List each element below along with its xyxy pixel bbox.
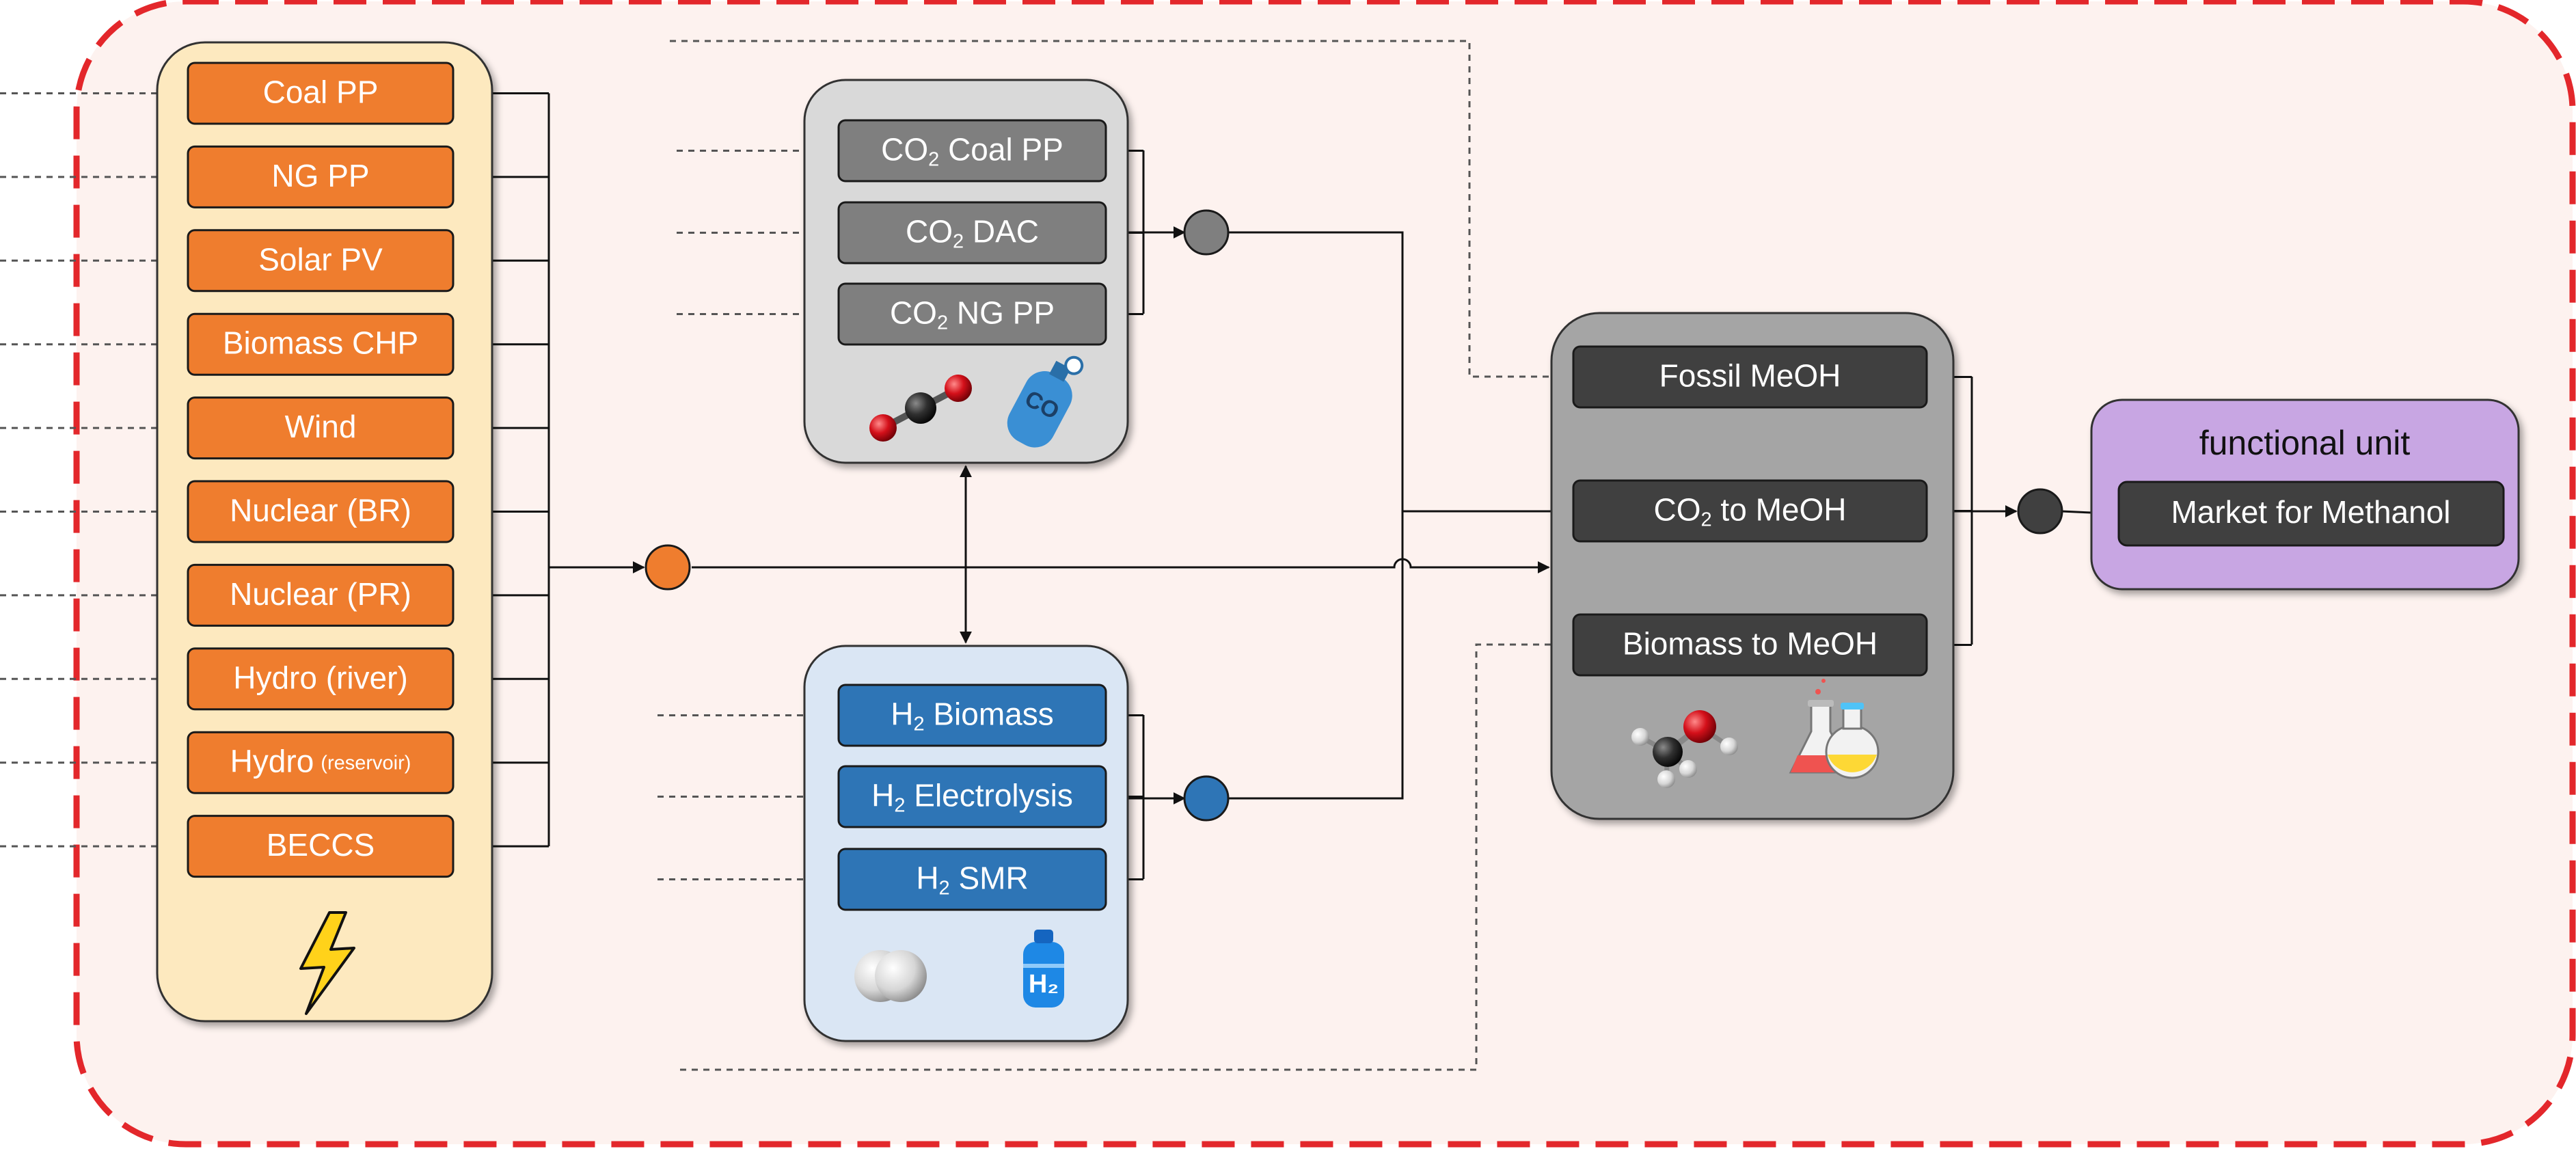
- lightning-bolt-icon: [299, 911, 355, 1015]
- h2-box-label: H2 SMR: [916, 861, 1028, 900]
- electricity-group: Coal PP NG PP Solar PV Biomass CHP WindNucle…: [156, 41, 493, 1023]
- electricity-hydro-river-box[interactable]: Hydro (river): [187, 647, 455, 711]
- co2-co2-coal-pp-box[interactable]: CO2 Coal PP: [837, 119, 1107, 183]
- electricity-box-label: Biomass CHP: [223, 325, 418, 361]
- electricity-box-label: Hydro(reservoir): [230, 744, 411, 779]
- meoh-fossil-meoh-box[interactable]: Fossil MeOH: [1572, 345, 1928, 409]
- electricity-box-background: [187, 480, 455, 543]
- electricity-box-label: Coal PP: [263, 75, 379, 110]
- meoh-box-background: [1572, 613, 1928, 677]
- meoh-box-label: CO2 to MeOH: [1654, 492, 1847, 531]
- h2-molecule-icon: [854, 950, 927, 1002]
- h2-junction-node: [1183, 775, 1230, 822]
- meoh-biomass-to-meoh-box[interactable]: Biomass to MeOH: [1572, 613, 1928, 677]
- fossil-feed-dashed-line: [670, 40, 1572, 382]
- co2-box-background: [837, 282, 1107, 346]
- co2-group: CO2 Coal PP CO2 DAC CO2 NG PP CO: [803, 79, 1129, 464]
- meoh-box-label: Fossil MeOH: [1659, 358, 1841, 394]
- electricity-box-background: [187, 815, 455, 878]
- electricity-wind-box[interactable]: Wind: [187, 396, 455, 460]
- market-for-methanol-label: Market for Methanol: [2171, 494, 2450, 530]
- co2-molecule-icon: [869, 375, 972, 442]
- electricity-box-background: [187, 312, 455, 376]
- system-boundary-frame: [73, 0, 2576, 1148]
- electricity-box-label: BECCS: [267, 827, 375, 863]
- electricity-ng-pp-box[interactable]: NG PP: [187, 145, 455, 208]
- electricity-nuclear-pr-box[interactable]: Nuclear (PR): [187, 563, 455, 627]
- h2-h2-smr-box[interactable]: H2 SMR: [837, 848, 1107, 911]
- meoh-co2-to-meoh-box[interactable]: CO2 to MeOH: [1572, 479, 1928, 543]
- co2-h2-merge-line: [1228, 231, 1404, 800]
- electricity-nuclear-br-box[interactable]: Nuclear (BR): [187, 480, 455, 543]
- meoh-group: Fossil MeOH CO2 to MeOH Biomass to MeOH: [1550, 312, 1955, 820]
- h2-canister-icon: H₂: [1023, 930, 1064, 1008]
- electricity-solar-pv-box[interactable]: Solar PV: [187, 229, 455, 293]
- electricity-beccs-box[interactable]: BECCS: [187, 815, 455, 878]
- electricity-box-background: [187, 563, 455, 627]
- h2-box-label: H2 Electrolysis: [871, 778, 1073, 817]
- electricity-hydro-reservoir-box[interactable]: Hydro(reservoir): [187, 731, 455, 794]
- meoh-box-label: Biomass to MeOH: [1623, 626, 1877, 662]
- electricity-box-label: NG PP: [271, 158, 369, 193]
- electricity-box-label: Nuclear (PR): [230, 576, 411, 612]
- electricity-junction-node: [645, 544, 691, 591]
- co2-junction-node: [1183, 209, 1230, 256]
- electricity-biomass-chp-box[interactable]: Biomass CHP: [187, 312, 455, 376]
- meoh-box-background: [1572, 345, 1928, 409]
- co2-canister-icon: CO: [1007, 355, 1084, 448]
- co2-box-label: CO2 Coal PP: [881, 132, 1063, 171]
- functional-unit-title: functional unit: [2199, 424, 2411, 462]
- biomass-feed-dashed-line: [680, 639, 1572, 1071]
- electricity-to-meoh-line: [692, 558, 1550, 573]
- electricity-box-background: [187, 229, 455, 293]
- h2-box-label: H2 Biomass: [891, 697, 1054, 735]
- svg-text:H₂: H₂: [1029, 970, 1059, 999]
- h2-group: H2 Biomass H2 Electrolysis H2 SMR H₂: [803, 645, 1129, 1042]
- co2-box-background: [837, 201, 1107, 265]
- electricity-box-background: [187, 62, 455, 125]
- electricity-box-label: Solar PV: [258, 241, 383, 277]
- functional-unit-group: functional unit Market for Methanol: [2090, 398, 2520, 591]
- meoh-box-background: [1572, 479, 1928, 543]
- electricity-coal-pp-box[interactable]: Coal PP: [187, 62, 455, 125]
- market-for-methanol-box[interactable]: [2117, 481, 2505, 547]
- co2-co2-ng-pp-box[interactable]: CO2 NG PP: [837, 282, 1107, 346]
- methanol-molecule-icon: [1631, 710, 1738, 788]
- h2-h2-biomass-box[interactable]: H2 Biomass: [837, 684, 1107, 747]
- h2-box-background: [837, 765, 1107, 828]
- electricity-box-background: [187, 731, 455, 794]
- node-to-market-line: [2061, 510, 2092, 514]
- junction-nodes: [645, 209, 2063, 822]
- electricity-box-label: Hydro (river): [233, 660, 408, 695]
- co2-box-background: [837, 119, 1107, 183]
- h2-h2-electrolysis-box[interactable]: H2 Electrolysis: [837, 765, 1107, 828]
- h2-box-background: [837, 684, 1107, 747]
- co2-co2-dac-box[interactable]: CO2 DAC: [837, 201, 1107, 265]
- lab-flasks-icon: [1789, 679, 1880, 779]
- co2-box-label: CO2 DAC: [906, 214, 1039, 253]
- electricity-box-label: Wind: [285, 409, 357, 444]
- meoh-group-panel: [1550, 312, 1955, 820]
- electricity-box-label: Nuclear (BR): [230, 493, 411, 528]
- h2-box-background: [837, 848, 1107, 911]
- electricity-box-background: [187, 396, 455, 460]
- electricity-box-background: [187, 647, 455, 711]
- electricity-box-background: [187, 145, 455, 208]
- co2-box-label: CO2 NG PP: [890, 295, 1055, 334]
- methanol-junction-node: [2017, 488, 2063, 535]
